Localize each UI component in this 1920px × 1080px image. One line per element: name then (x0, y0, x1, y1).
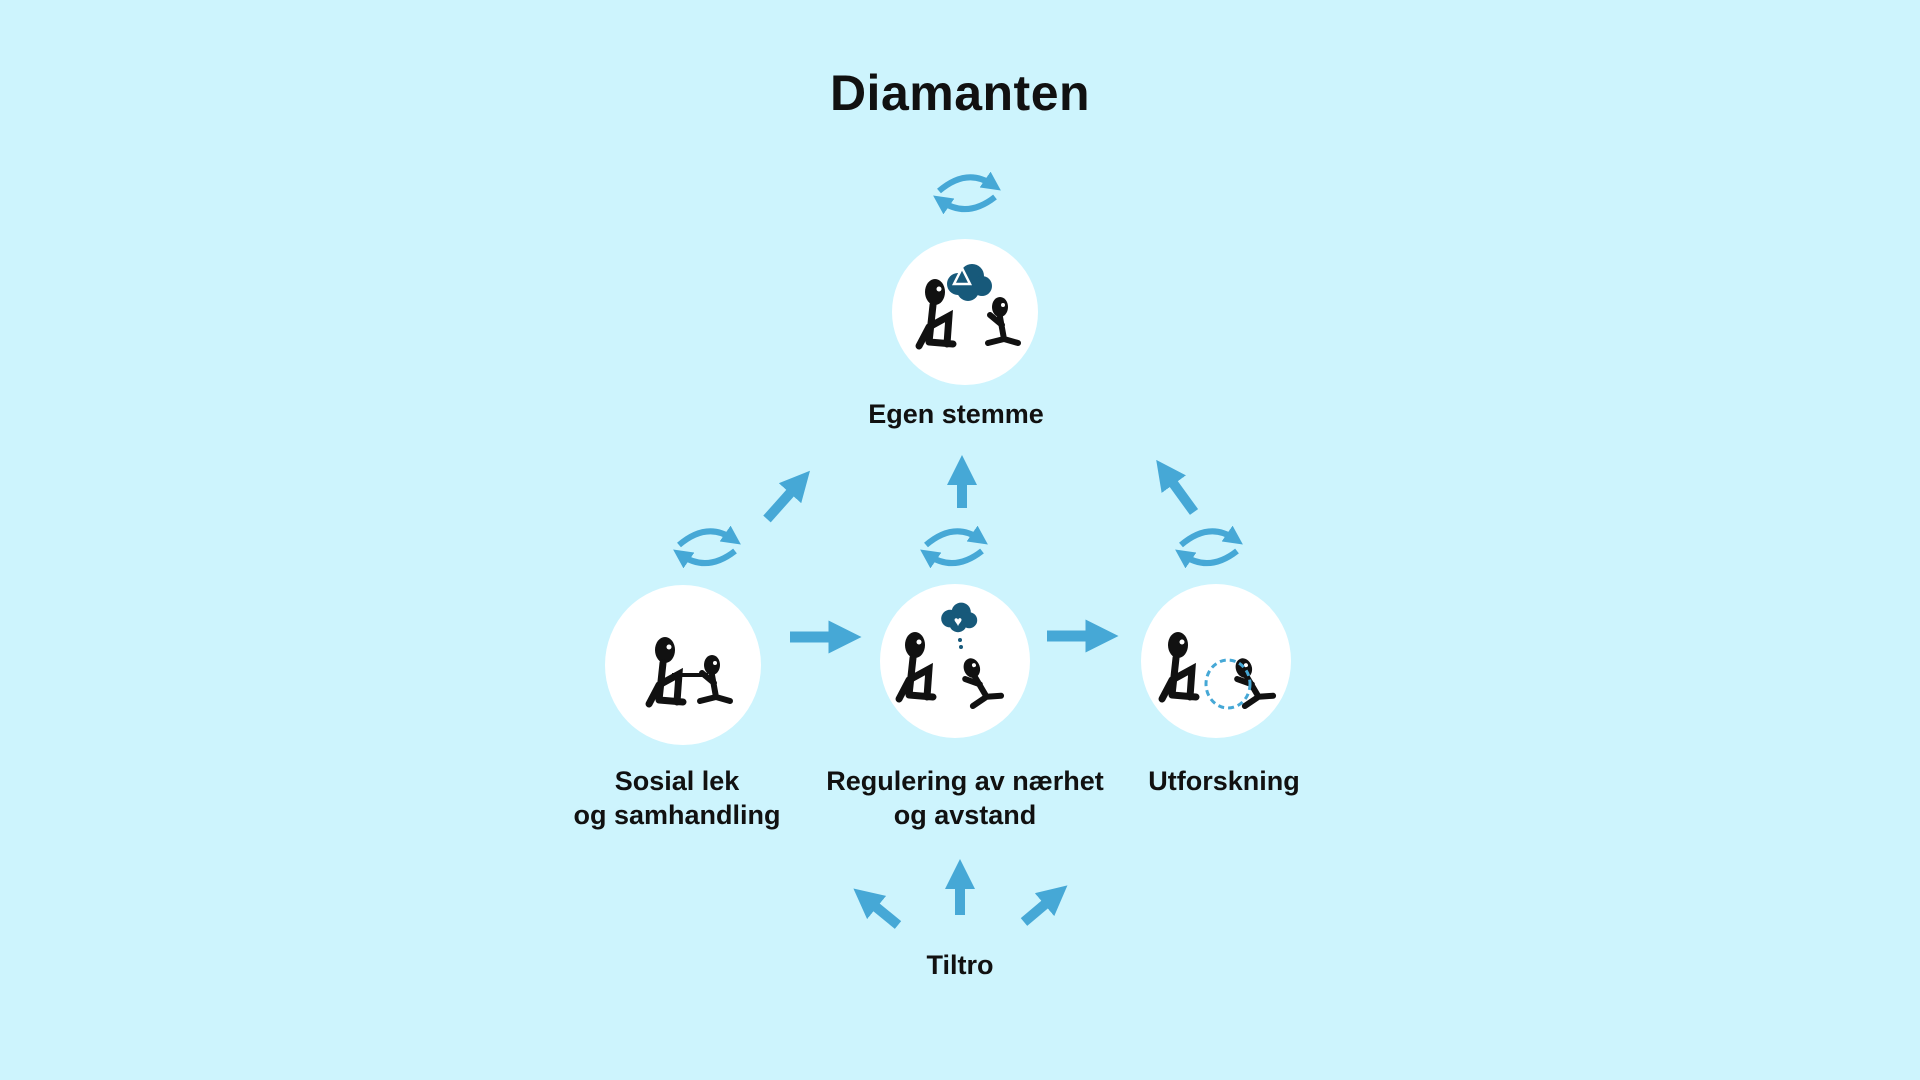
arrow-icon (1156, 459, 1199, 515)
arrow-icon (763, 470, 810, 523)
cycle-arrows-icon (1181, 531, 1237, 563)
arrow-icon (853, 888, 902, 929)
arrow-icon (1020, 885, 1068, 926)
heart-icon: ♥ (954, 613, 962, 629)
node-utforskning-illustration (1141, 584, 1291, 738)
base-label-tiltro: Tiltro (926, 950, 994, 980)
cycle-arrows-icon (679, 531, 735, 563)
node-regulering-illustration: ♥ (880, 584, 1030, 738)
label-line: Sosial lek (614, 766, 740, 796)
label-line: og samhandling (573, 800, 781, 830)
cycle-arrows-icon (939, 177, 995, 209)
node-label-utforskning: Utforskning (1148, 766, 1300, 796)
cycle-arrows-icon (926, 531, 982, 563)
node-egen-stemme-illustration (892, 239, 1038, 385)
page-title: Diamanten (829, 65, 1091, 121)
node-label-regulering: Regulering av nærhet og avstand (826, 764, 1104, 832)
label-line: Regulering av nærhet (826, 766, 1104, 796)
node-label-sosial-lek: Sosial lek og samhandling (573, 764, 780, 832)
label-line: og avstand (893, 800, 1037, 830)
node-label-egen-stemme: Egen stemme (868, 399, 1044, 429)
node-sosial-lek-illustration (605, 585, 761, 745)
